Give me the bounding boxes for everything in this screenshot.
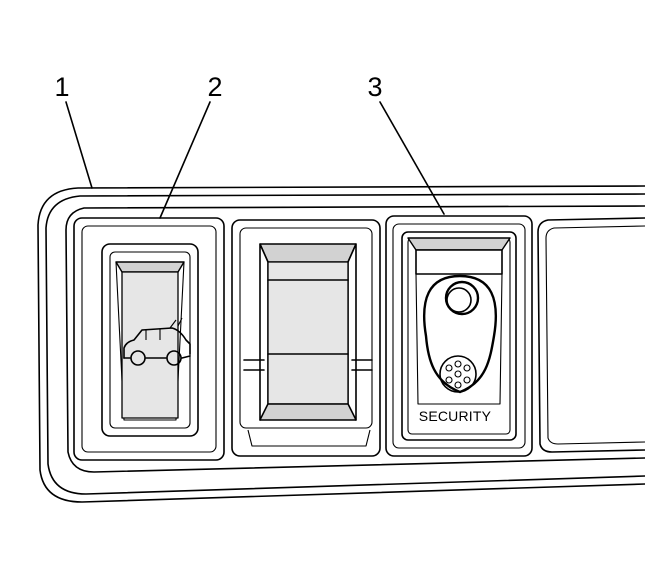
liftgate-switch[interactable]: [73, 217, 225, 461]
blank-switch: [231, 219, 381, 457]
security-label: SECURITY: [419, 408, 492, 424]
key-fob-icon: [422, 274, 498, 394]
callout-1: 1: [54, 72, 69, 102]
callout-2-leader: [159, 101, 211, 219]
vehicle-rear-icon: [123, 317, 191, 366]
callout-1-leader: [65, 101, 93, 189]
callout-leaders: [65, 101, 445, 219]
callout-3-leader: [379, 101, 445, 215]
callout-2: 2: [207, 72, 222, 102]
callout-3: 3: [367, 72, 382, 102]
instrument-panel-bezel: [37, 185, 645, 503]
security-button[interactable]: SECURITY: [385, 215, 533, 457]
partial-switch-right: [537, 217, 645, 453]
